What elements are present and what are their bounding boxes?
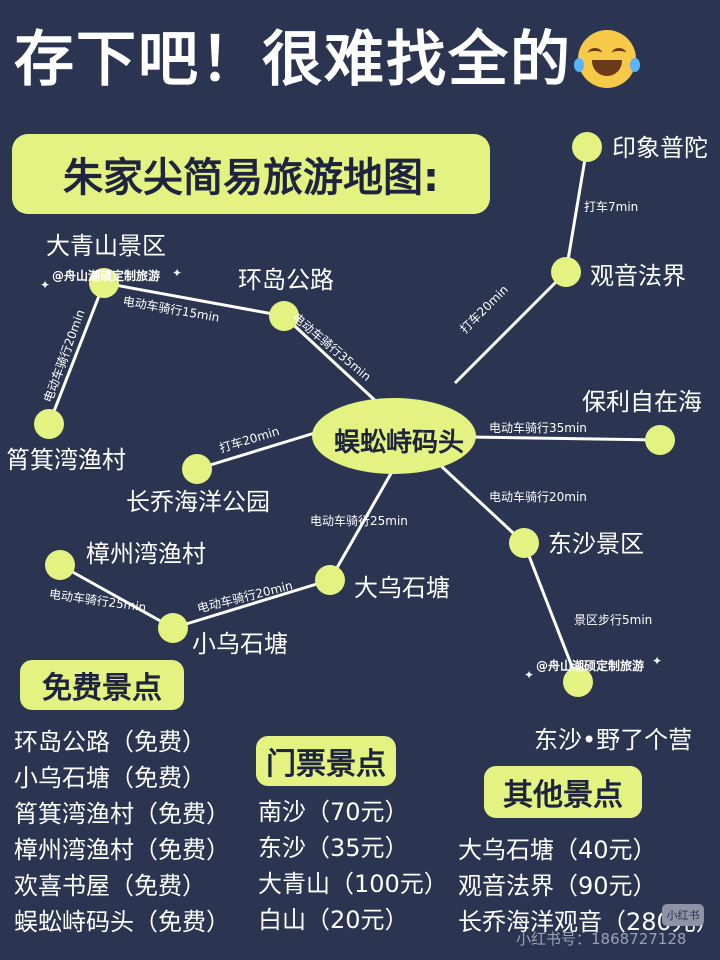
- hub-node: [312, 398, 476, 474]
- node-guanyin: [551, 257, 581, 287]
- watermark: @舟山潮硕定制旅游: [536, 659, 645, 673]
- route-label-yinxiang-guanyin: 打车7min: [584, 200, 639, 214]
- list-item: 大青山（100元）: [258, 870, 448, 898]
- edge-zhangzhou-xiaowushi: [59, 563, 174, 630]
- tears-of-joy-emoji-icon: [574, 30, 640, 89]
- node-changqiao: [182, 454, 212, 484]
- list-item: 东沙（35元）: [258, 834, 409, 862]
- free-section-title: 免费景点: [20, 660, 184, 710]
- watermark: @舟山潮硕定制旅游: [52, 269, 161, 283]
- edge-daqing-huandao: [103, 281, 285, 318]
- place-label-yeliao: 东沙•野了个营: [534, 726, 693, 754]
- list-item: 筲箕湾渔村（免费）: [14, 800, 230, 828]
- place-label-huandao: 环岛公路: [238, 266, 334, 294]
- edge-yinxiang-guanyin: [564, 146, 589, 273]
- headline-text: 存下吧！很难找全的: [14, 25, 572, 95]
- edge-hub-baoli: [469, 435, 661, 442]
- route-label-hub-dongsha: 电动车骑行20min: [489, 490, 587, 504]
- list-item: 观音法界（90元）: [458, 872, 657, 900]
- list-item: 樟州湾渔村（免费）: [14, 836, 230, 864]
- route-label-dongsha-yeliao: 景区步行5min: [574, 613, 653, 627]
- node-baoli: [645, 425, 675, 455]
- place-label-dawushi: 大乌石塘: [354, 574, 450, 602]
- sparkle-icon: ✦: [652, 654, 663, 668]
- place-label-yinxiang: 印象普陀: [612, 134, 708, 162]
- node-xiaowushi: [158, 613, 188, 643]
- edge-daqing-shaji: [47, 282, 106, 425]
- place-label-xiaowushi: 小乌石塘: [192, 630, 288, 658]
- list-item: 环岛公路（免费）: [14, 728, 206, 756]
- place-label-dongsha: 东沙景区: [548, 530, 644, 558]
- corner-badge: 小红书: [662, 904, 704, 926]
- place-label-shaji: 筲箕湾渔村: [6, 446, 126, 474]
- edge-guanyin-hub: [453, 270, 568, 385]
- node-dongsha: [509, 528, 539, 558]
- node-yeliao: [563, 667, 593, 697]
- headline: 存下吧！很难找全的: [14, 30, 640, 92]
- list-item: 南沙（70元）: [258, 798, 409, 826]
- edge-huandao-hub: [282, 314, 382, 407]
- route-label-hub-baoli: 电动车骑行35min: [489, 421, 587, 435]
- node-dawushi: [315, 565, 345, 595]
- list-item: 欢喜书屋（免费）: [14, 872, 206, 900]
- ticket-section-title: 门票景点: [256, 736, 396, 786]
- edge-dongsha-yeliao: [522, 542, 580, 683]
- node-huandao: [269, 301, 299, 331]
- edge-hub-dongsha: [438, 463, 526, 545]
- sparkle-icon: ✦: [524, 668, 535, 682]
- node-daqingshan: [89, 268, 119, 298]
- edge-changqiao-hub: [196, 430, 319, 471]
- edge-hub-dawushi: [328, 469, 395, 581]
- other-section-title: 其他景点: [484, 766, 642, 818]
- route-label-hub-dawushi: 电动车骑行25min: [310, 514, 408, 528]
- map-title: 朱家尖简易旅游地图:: [12, 134, 490, 214]
- ticket-attractions-list: 南沙（70元） 东沙（35元） 大青山（100元） 白山（20元）: [258, 794, 448, 938]
- footer-note: 小红书号：1868727128: [516, 930, 687, 948]
- place-label-changqiao: 长乔海洋公园: [126, 488, 270, 516]
- sparkle-icon: ✦: [172, 266, 183, 280]
- list-item: 白山（20元）: [258, 906, 409, 934]
- node-zhangzhou: [45, 550, 75, 580]
- node-yinxiang: [572, 132, 602, 162]
- list-item: 蜈蚣峙码头（免费）: [14, 908, 230, 936]
- list-item: 小乌石塘（免费）: [14, 764, 206, 792]
- free-attractions-list: 环岛公路（免费） 小乌石塘（免费） 筲箕湾渔村（免费） 樟州湾渔村（免费） 欢喜…: [14, 724, 230, 940]
- list-item: 大乌石塘（40元）: [458, 836, 657, 864]
- hub-label: 蜈蚣峙码头: [334, 428, 465, 458]
- node-shaji: [34, 409, 64, 439]
- place-label-zhangzhou: 樟州湾渔村: [86, 540, 206, 568]
- place-label-baoli: 保利自在海: [582, 388, 702, 416]
- place-label-daqingshan: 大青山景区: [46, 232, 166, 260]
- sparkle-icon: ✦: [40, 278, 51, 292]
- place-label-guanyin: 观音法界: [590, 262, 686, 290]
- edge-xiaowushi-dawushi: [172, 578, 331, 630]
